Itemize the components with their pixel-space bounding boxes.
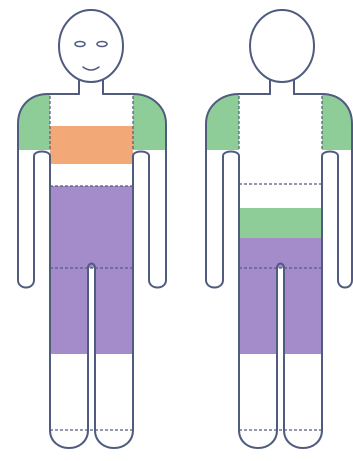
back-figure (206, 10, 352, 448)
back-right-thigh-fill (284, 268, 322, 354)
back-left-shoulder-fill (206, 94, 239, 150)
front-figure (18, 10, 166, 448)
back-head (250, 10, 314, 82)
front-left-armpit (34, 152, 50, 157)
front-right-thigh-fill (95, 268, 133, 354)
back-midback-band (239, 208, 322, 238)
front-left-thigh-fill (50, 268, 88, 354)
back-left-armpit (223, 152, 239, 157)
back-left-thigh-fill (239, 268, 277, 354)
front-head (59, 10, 123, 82)
front-right-shoulder-fill (133, 94, 166, 150)
front-chest-band (50, 126, 133, 164)
front-left-shoulder-fill (18, 94, 50, 150)
back-right-armpit (322, 152, 338, 157)
front-lower-torso-fill (50, 186, 133, 268)
back-right-shoulder-fill (322, 94, 352, 150)
front-right-armpit (133, 152, 149, 157)
